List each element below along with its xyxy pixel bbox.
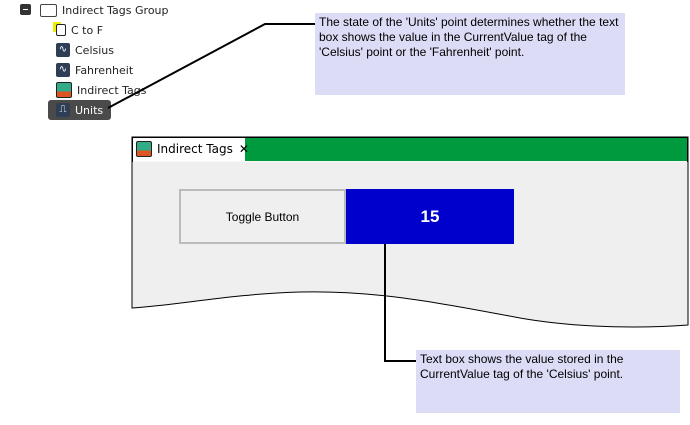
folder-icon [40,3,57,17]
value-text-box: 15 [346,189,514,244]
callout-units: The state of the 'Units' point determine… [315,13,625,95]
toggle-button[interactable]: Toggle Button [179,189,346,244]
value-text: 15 [420,206,440,226]
tab-indirect-tags[interactable]: Indirect Tags ✕ [136,141,249,157]
tab-label: Indirect Tags [157,142,233,156]
toggle-button-label: Toggle Button [225,209,300,224]
tree-item-indirect-tags[interactable]: Indirect Tags [56,81,147,99]
callout-celsius: Text box shows the value stored in the C… [416,350,680,413]
tree-item-fahrenheit[interactable]: ∿ Fahrenheit [56,61,133,79]
close-icon[interactable]: ✕ [238,142,249,156]
group-label: Indirect Tags Group [62,3,169,17]
tree-group[interactable]: Indirect Tags Group [40,1,169,19]
tree-item-celsius[interactable]: ∿ Celsius [56,41,114,59]
analog-point-icon: ∿ [56,63,70,77]
tree-item-c-to-f[interactable]: C to F [56,21,103,39]
digital-point-icon: ⎍ [56,103,70,117]
item-label: C to F [71,23,104,37]
collapse-toggle[interactable] [20,4,31,15]
item-label: Indirect Tags [77,83,147,97]
item-label: Units [75,103,104,117]
item-label: Fahrenheit [75,63,134,77]
flow-icon [56,24,66,36]
display-icon [56,82,72,98]
analog-point-icon: ∿ [56,43,70,57]
display-icon [136,141,152,157]
item-label: Celsius [75,43,114,57]
tree-item-units[interactable]: ⎍ Units [48,100,112,120]
